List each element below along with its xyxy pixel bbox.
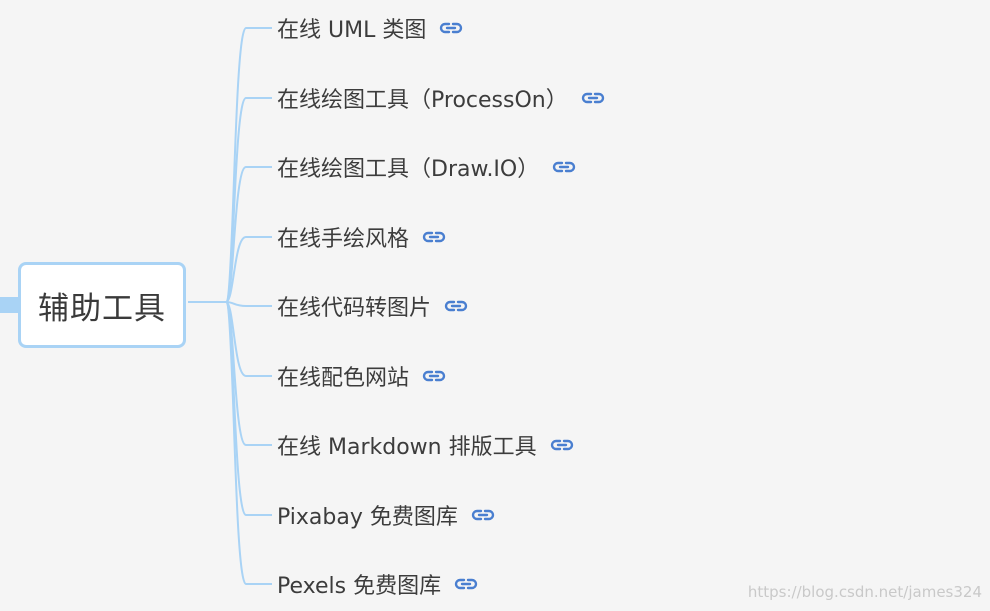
child-node[interactable]: Pexels 免费图库 [277,564,479,604]
root-node[interactable]: 辅助工具 [18,262,186,348]
root-label: 辅助工具 [38,290,166,327]
link-icon[interactable] [580,90,606,106]
child-label: Pixabay 免费图库 [277,505,458,530]
child-node[interactable]: 在线绘图工具（Draw.IO） [277,147,577,187]
link-icon[interactable] [470,507,496,523]
child-node[interactable]: 在线 UML 类图 [277,8,464,48]
link-icon[interactable] [549,437,575,453]
branch-line [225,301,272,585]
branch-line [225,301,272,377]
child-label: 在线手绘风格 [277,227,410,252]
link-icon[interactable] [453,576,479,592]
child-label: 在线绘图工具（Draw.IO） [277,157,540,182]
child-label: Pexels 免费图库 [277,574,442,599]
child-node[interactable]: 在线手绘风格 [277,217,447,257]
branch-line [225,166,272,303]
child-label: 在线 Markdown 排版工具 [277,435,537,460]
child-label: 在线代码转图片 [277,296,432,321]
child-label: 在线配色网站 [277,366,410,391]
child-label: 在线绘图工具（ProcessOn） [277,88,568,113]
child-node[interactable]: 在线 Markdown 排版工具 [277,425,575,465]
child-node[interactable]: 在线配色网站 [277,356,447,396]
link-icon[interactable] [551,159,577,175]
branch-line [225,301,272,307]
child-node[interactable]: 在线代码转图片 [277,286,469,326]
child-node[interactable]: Pixabay 免费图库 [277,495,496,535]
watermark: https://blog.csdn.net/james324 [747,583,982,601]
link-icon[interactable] [443,298,469,314]
link-icon[interactable] [421,229,447,245]
branch-line [225,236,272,303]
link-icon[interactable] [421,368,447,384]
child-node[interactable]: 在线绘图工具（ProcessOn） [277,78,606,118]
parent-connector [0,297,20,313]
child-label: 在线 UML 类图 [277,18,427,43]
link-icon[interactable] [438,20,464,36]
